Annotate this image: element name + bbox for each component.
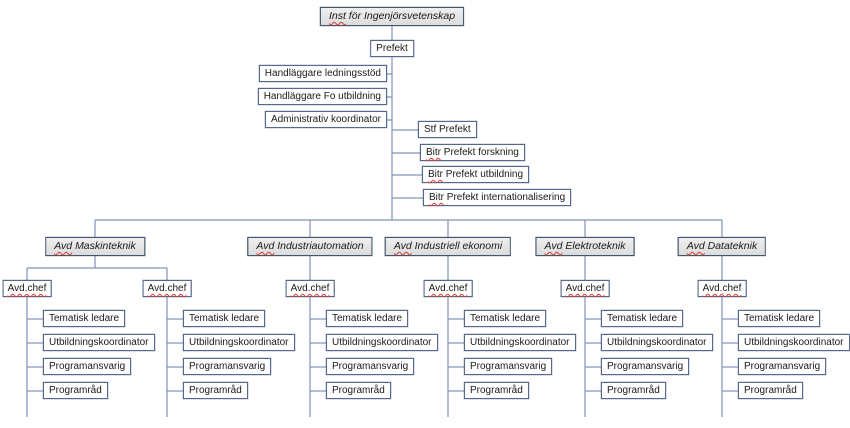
role-label: Utbildningskoordinator (607, 337, 707, 348)
role-box-tematisk-ledare: Tematisk ledare (464, 310, 547, 327)
role-label: Tematisk ledare (49, 313, 120, 324)
role-label: Programansvarig (470, 361, 547, 372)
role-label: Utbildningskoordinator (744, 337, 844, 348)
staff-label: Handläggare Fo utbildning (263, 91, 381, 102)
staff-box-handlaggare-ledningsstod: Handläggare ledningsstöd (258, 65, 387, 82)
role-label: Programråd (607, 385, 660, 396)
org-root-label: för Ingenjörsvetenskap (345, 10, 456, 22)
role-box-programrad: Programråd (601, 382, 666, 399)
staff-box-administrativ-koordinator: Administrativ koordinator (264, 111, 387, 128)
role-box-programansvarig: Programansvarig (738, 358, 827, 375)
avd-chef-label: Avd.chef (428, 283, 468, 294)
staff-label: Prefekt internationalisering (444, 192, 566, 203)
role-label: Programråd (189, 385, 242, 396)
division-box-industriell-ekonomi: Avd Industriell ekonomi (384, 237, 512, 256)
role-box-programrad: Programråd (738, 382, 803, 399)
avd-chef-box: Avd.chef (285, 280, 335, 297)
staff-box-bitr-prefekt-forskning: Bitr Prefekt forskning (420, 144, 525, 161)
role-box-programansvarig: Programansvarig (464, 358, 553, 375)
division-label: Industriell ekonomi (411, 240, 503, 252)
avd-chef-box: Avd.chef (2, 280, 52, 297)
role-box-utbildningskoordinator: Utbildningskoordinator (601, 334, 713, 351)
role-label: Tematisk ledare (189, 313, 260, 324)
role-box-programrad: Programråd (326, 382, 391, 399)
avd-chef-label: Avd.chef (147, 283, 187, 294)
staff-box-bitr-prefekt-internationalisering: Bitr Prefekt internationalisering (423, 189, 572, 206)
org-root-label-misspelled: Inst (328, 10, 346, 22)
role-box-programansvarig: Programansvarig (601, 358, 690, 375)
role-box-programansvarig: Programansvarig (183, 358, 272, 375)
role-label: Tematisk ledare (744, 313, 815, 324)
staff-box-stf-prefekt: Stf Prefekt (418, 121, 477, 138)
division-label-misspelled: Avd (54, 240, 73, 252)
role-label: Programråd (49, 385, 102, 396)
role-box-tematisk-ledare: Tematisk ledare (738, 310, 821, 327)
staff-label: Prefekt forskning (441, 147, 519, 158)
prefekt-box: Prefekt (370, 40, 414, 57)
role-label: Programansvarig (744, 361, 821, 372)
role-label: Programansvarig (332, 361, 409, 372)
role-box-programansvarig: Programansvarig (43, 358, 132, 375)
avd-chef-box: Avd.chef (560, 280, 610, 297)
role-box-tematisk-ledare: Tematisk ledare (43, 310, 126, 327)
role-label: Utbildningskoordinator (470, 337, 570, 348)
division-box-maskinteknik: Avd Maskinteknik (45, 237, 145, 256)
staff-label-misspelled: Bitr (426, 147, 441, 158)
staff-label: Stf Prefekt (424, 124, 471, 135)
division-box-datateknik: Avd Datateknik (677, 237, 767, 256)
role-box-programrad: Programråd (464, 382, 529, 399)
staff-label: Handläggare ledningsstöd (264, 68, 381, 79)
org-root-box: Inst för Ingenjörsvetenskap (319, 7, 465, 26)
role-box-programansvarig: Programansvarig (326, 358, 415, 375)
division-label: Industriautomation (274, 240, 364, 252)
prefekt-label: Prefekt (376, 43, 408, 54)
avd-chef-box: Avd.chef (423, 280, 473, 297)
role-label: Programansvarig (189, 361, 266, 372)
avd-chef-label: Avd.chef (7, 283, 47, 294)
division-label: Datateknik (704, 240, 758, 252)
avd-chef-box: Avd.chef (697, 280, 747, 297)
role-box-utbildningskoordinator: Utbildningskoordinator (326, 334, 438, 351)
role-label: Tematisk ledare (470, 313, 541, 324)
role-label: Utbildningskoordinator (49, 337, 149, 348)
role-label: Programråd (470, 385, 523, 396)
role-label: Programråd (332, 385, 385, 396)
role-label: Utbildningskoordinator (189, 337, 289, 348)
avd-chef-label: Avd.chef (565, 283, 605, 294)
division-box-elektroteknik: Avd Elektroteknik (535, 237, 635, 256)
staff-label-misspelled: Bitr (429, 192, 444, 203)
division-label: Elektroteknik (562, 240, 626, 252)
staff-box-bitr-prefekt-utbildning: Bitr Prefekt utbildning (422, 166, 530, 183)
staff-label-misspelled: Bitr (428, 169, 443, 180)
role-label: Tematisk ledare (332, 313, 403, 324)
role-box-tematisk-ledare: Tematisk ledare (326, 310, 409, 327)
role-label: Programråd (744, 385, 797, 396)
division-box-industriautomation: Avd Industriautomation (247, 237, 373, 256)
role-box-utbildningskoordinator: Utbildningskoordinator (43, 334, 155, 351)
role-box-tematisk-ledare: Tematisk ledare (601, 310, 684, 327)
division-label: Maskinteknik (72, 240, 136, 252)
role-box-utbildningskoordinator: Utbildningskoordinator (738, 334, 850, 351)
division-label-misspelled: Avd (686, 240, 705, 252)
role-box-tematisk-ledare: Tematisk ledare (183, 310, 266, 327)
staff-box-handlaggare-fo-utbildning: Handläggare Fo utbildning (257, 88, 387, 105)
role-box-utbildningskoordinator: Utbildningskoordinator (183, 334, 295, 351)
role-label: Utbildningskoordinator (332, 337, 432, 348)
role-box-utbildningskoordinator: Utbildningskoordinator (464, 334, 576, 351)
avd-chef-label: Avd.chef (290, 283, 330, 294)
role-label: Programansvarig (607, 361, 684, 372)
avd-chef-label: Avd.chef (702, 283, 742, 294)
division-label-misspelled: Avd (393, 240, 412, 252)
division-label-misspelled: Avd (256, 240, 275, 252)
staff-label: Prefekt utbildning (443, 169, 524, 180)
role-box-programrad: Programråd (43, 382, 108, 399)
avd-chef-box: Avd.chef (142, 280, 192, 297)
role-label: Tematisk ledare (607, 313, 678, 324)
staff-label: Administrativ koordinator (270, 114, 381, 125)
division-label-misspelled: Avd (544, 240, 563, 252)
role-box-programrad: Programråd (183, 382, 248, 399)
role-label: Programansvarig (49, 361, 126, 372)
